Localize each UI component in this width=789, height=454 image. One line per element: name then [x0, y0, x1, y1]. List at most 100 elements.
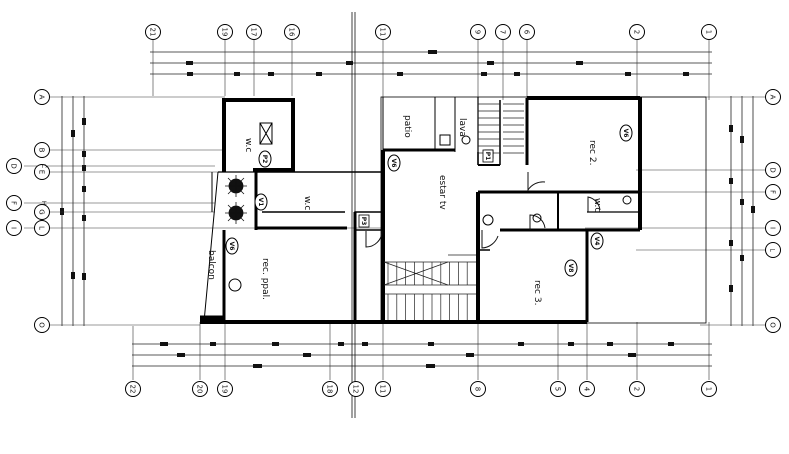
grid-bubble-bottom-20-1-circle: [192, 381, 208, 397]
room-label-patio: patio: [402, 115, 412, 138]
lava-drain: [461, 135, 471, 145]
grid-bubble-left-B-label: B: [38, 148, 46, 153]
vertical-grid-axes: [132, 40, 710, 380]
room-label-lava: lava: [457, 118, 467, 137]
grid-bubble-left-B-circle: [34, 142, 50, 158]
grid-bubble-top-21-label: 21: [149, 28, 157, 37]
grid-bubble-top-16-circle: [284, 24, 300, 40]
grid-bubble-left-F-circle: [6, 195, 22, 211]
grid-bubble-bottom-18-3: 18: [322, 381, 338, 397]
wc-right-fixture: [532, 213, 542, 223]
tag-p2: P2: [258, 150, 272, 168]
grid-bubble-top-1-circle: [701, 24, 717, 40]
grid-bubble-top-1-label: 1: [705, 30, 713, 34]
tag-v1-text: V1: [257, 198, 264, 207]
tag-v4-text: V4: [593, 237, 600, 246]
grid-bubble-top-21: 21: [145, 24, 161, 40]
room-label-balcon: balcon: [206, 250, 216, 280]
wc-right-fixture-2: [622, 195, 632, 205]
grid-bubble-right-O-label: O: [769, 322, 777, 328]
grid-bubble-left-B: B: [34, 142, 50, 158]
grid-bubble-bottom-18-3-label: 18: [326, 385, 334, 394]
grid-bubble-top-7-circle: [495, 24, 511, 40]
grid-bubble-left-E-label: E: [38, 170, 46, 174]
grid-bubble-top-2-circle: [629, 24, 645, 40]
balcony-slope-line: [203, 171, 219, 323]
grid-bubble-left-O: O: [34, 317, 50, 333]
grid-bubble-top-11: 11: [375, 24, 391, 40]
grid-bubble-left-A: A: [34, 89, 50, 105]
grid-bubble-left-G-circle: [34, 204, 50, 220]
shower-box: [259, 122, 273, 145]
tag-p2-text: P2: [261, 155, 268, 164]
door-rec2: [527, 172, 546, 192]
right-dimension-ticks: [729, 125, 755, 292]
grid-bubble-bottom-12-4-label: 12: [352, 385, 360, 394]
grid-bubble-right-D-label: D: [769, 167, 777, 172]
grid-bubble-right-sub-L-circle: [765, 242, 781, 258]
room-label-estar: estar tv: [437, 175, 447, 210]
tag-v6-rec2-text: V6: [622, 129, 629, 138]
grid-bubble-left-L-circle: [34, 220, 50, 236]
grid-bubble-left-F: F: [6, 195, 22, 211]
grid-bubble-left-E-circle: [34, 164, 50, 180]
grid-bubble-left-G-label: G: [38, 209, 46, 214]
grid-bubble-bottom-19-2: 19: [217, 381, 233, 397]
balcony-plants: [225, 175, 247, 224]
grid-bubble-top-7-label: 7: [499, 30, 507, 34]
tag-p1: P1: [482, 149, 494, 163]
grid-bubble-top-17-circle: [246, 24, 262, 40]
grid-bubble-top-2-label: 2: [633, 30, 641, 34]
grid-bubble-left-F-label: F: [10, 201, 18, 205]
tag-v6-rec-ppal-text: V6: [228, 242, 235, 251]
grid-bubble-bottom-20-1-label: 20: [196, 385, 204, 394]
grid-bubble-bottom-4-8-label: 4: [583, 387, 591, 392]
grid-bubble-right-D-circle: [765, 162, 781, 178]
grid-bubble-left-O-circle: [34, 317, 50, 333]
grid-bubble-top-11-circle: [375, 24, 391, 40]
door-wc-right-inner: [587, 196, 601, 212]
grid-bubble-left-G: G: [34, 204, 50, 220]
grid-bubble-bottom-2-9-label: 2: [633, 387, 641, 391]
tag-v6-estar-text: V6: [390, 159, 397, 168]
grid-bubble-bottom-8-6: 8: [470, 381, 486, 397]
grid-bubble-top-21-circle: [145, 24, 161, 40]
grid-bubble-bottom-20-1: 20: [192, 381, 208, 397]
top-dimension-lines: [150, 51, 712, 75]
grid-bubble-bottom-8-6-label: 8: [474, 387, 482, 391]
grid-bubble-right-I: I: [765, 220, 781, 236]
grid-bubble-bottom-1-10-circle: [701, 381, 717, 397]
grid-bubble-top-9: 9: [470, 24, 486, 40]
grid-bubble-bottom-12-4-circle: [348, 381, 364, 397]
tag-p1-text: P1: [484, 152, 491, 161]
grid-bubble-bottom-4-8: 4: [579, 381, 595, 397]
grid-bubble-right-I-label: I: [769, 227, 777, 229]
door-wc-right: [529, 214, 546, 230]
grid-bubble-top-9-circle: [470, 24, 486, 40]
grid-bubble-left-L-label: L: [38, 226, 46, 230]
grid-sub-label-left-H: H: [40, 201, 47, 206]
grid-bubble-top-2: 2: [629, 24, 645, 40]
bottom-dimension-lines: [132, 343, 712, 367]
grid-bubble-bottom-5-7: 5: [550, 381, 566, 397]
grid-bubble-left-A-label: A: [38, 95, 46, 100]
grid-bubble-bottom-2-9-circle: [629, 381, 645, 397]
grid-bubble-right-F: F: [765, 184, 781, 200]
grid-bubble-bottom-22-0-circle: [125, 381, 141, 397]
stair-edge: [383, 261, 449, 286]
grid-bubble-left-O-label: O: [38, 322, 46, 328]
tag-v1: V1: [254, 193, 268, 211]
grid-bubble-left-A-circle: [34, 89, 50, 105]
grid-bubble-top-7: 7: [495, 24, 511, 40]
grid-bubble-left-I: I: [6, 220, 22, 236]
plant-1: [225, 175, 247, 197]
grid-bubble-top-6: 6: [519, 24, 535, 40]
horizontal-grid-axes: [24, 96, 772, 326]
grid-bubble-right-A-circle: [765, 89, 781, 105]
grid-bubble-right-sub-L-label: L: [769, 248, 776, 252]
grid-bubble-bottom-4-8-circle: [579, 381, 595, 397]
shower-diag-2: [259, 122, 273, 145]
